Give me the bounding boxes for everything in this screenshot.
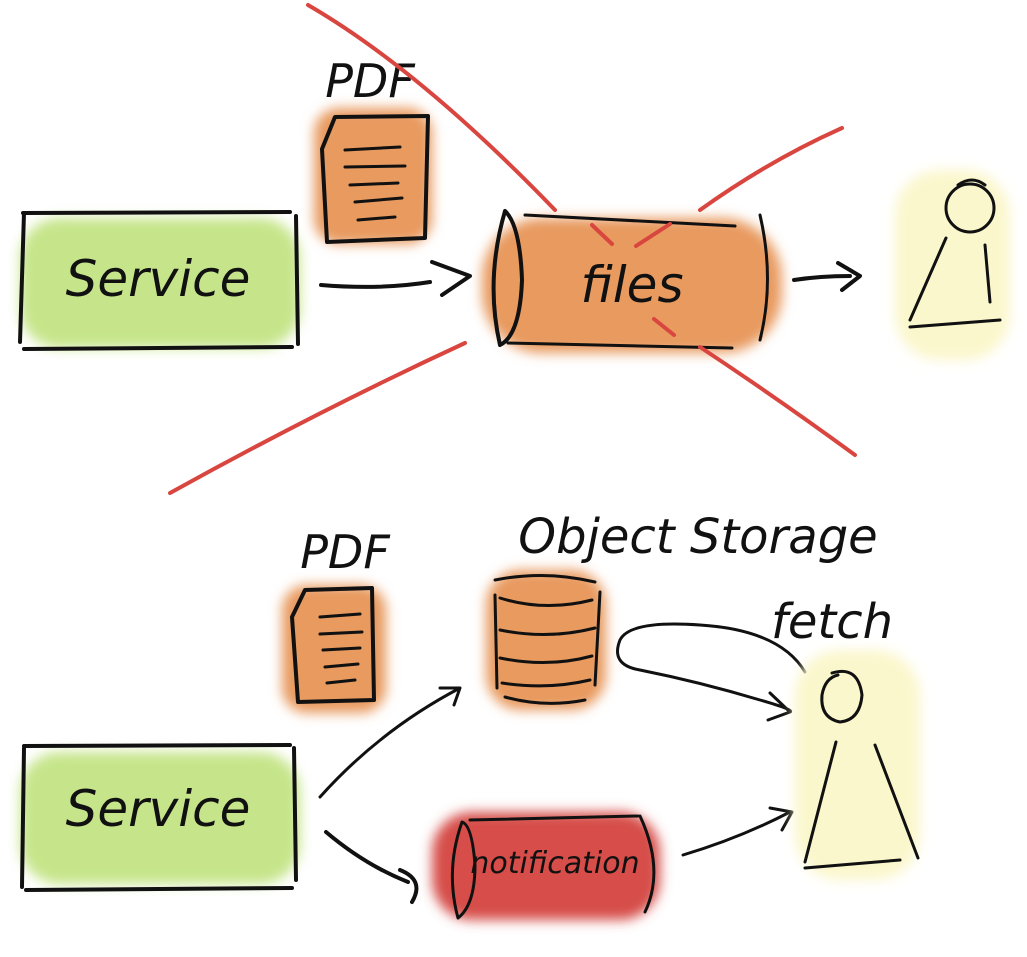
bottom-service-box: Service bbox=[20, 743, 300, 892]
top-section: Service PDF files bbox=[18, 3, 1010, 495]
service-label: Service bbox=[66, 780, 251, 838]
user-head bbox=[944, 182, 996, 234]
document-lines bbox=[343, 145, 407, 222]
user-body bbox=[908, 236, 1002, 329]
service-outline bbox=[18, 210, 300, 351]
arrow-to-storage-icon bbox=[318, 686, 462, 799]
pdf-fill bbox=[314, 108, 432, 244]
storage-label: Object Storage bbox=[518, 509, 877, 565]
document-lines bbox=[318, 612, 364, 685]
notification-label: notification bbox=[470, 846, 639, 881]
fetch-arrow-icon bbox=[616, 622, 807, 722]
notification-queue: notification bbox=[432, 812, 660, 920]
pdf-label: PDF bbox=[325, 54, 415, 108]
service-outline bbox=[20, 743, 298, 892]
strike-line bbox=[168, 341, 467, 495]
user-head bbox=[820, 669, 864, 724]
document-icon bbox=[320, 114, 430, 244]
strike-line bbox=[652, 317, 676, 337]
user-body bbox=[803, 740, 920, 870]
arrow-right-icon bbox=[792, 261, 862, 292]
user-fill bbox=[795, 650, 920, 880]
object-storage: Object Storage bbox=[486, 509, 878, 710]
bottom-user-icon bbox=[795, 650, 920, 880]
strike-line bbox=[590, 222, 672, 248]
strike-through-x bbox=[168, 3, 857, 495]
strike-line bbox=[698, 345, 857, 457]
user-fill bbox=[895, 170, 1010, 360]
bottom-section: Service PDF Object Storage fetch notific… bbox=[20, 509, 920, 920]
top-service-box: Service bbox=[18, 210, 300, 351]
fetch-label: fetch bbox=[771, 594, 893, 650]
queue-fill bbox=[482, 218, 782, 353]
database-icon bbox=[493, 573, 602, 705]
top-pdf-document: PDF bbox=[314, 54, 432, 244]
queue-body bbox=[506, 213, 769, 350]
notification-outline bbox=[450, 814, 656, 920]
pdf-label: PDF bbox=[300, 525, 390, 579]
service-fill bbox=[20, 218, 300, 348]
strike-line bbox=[698, 126, 844, 212]
arrow-to-user-icon bbox=[681, 806, 794, 857]
queue-label: files bbox=[580, 256, 683, 314]
queue-left-cap bbox=[491, 209, 524, 347]
storage-fill bbox=[486, 570, 606, 710]
service-fill bbox=[20, 752, 300, 884]
document-icon bbox=[290, 586, 376, 704]
strike-line bbox=[306, 3, 557, 212]
service-label: Service bbox=[66, 250, 251, 308]
arrow-to-notification-icon bbox=[324, 830, 419, 904]
bottom-pdf-document: PDF bbox=[282, 525, 390, 713]
notification-fill bbox=[432, 812, 660, 920]
user-hair bbox=[956, 178, 987, 187]
top-files-queue: files bbox=[482, 209, 782, 353]
top-user-icon bbox=[895, 170, 1010, 360]
arrow-right-icon bbox=[319, 260, 472, 297]
